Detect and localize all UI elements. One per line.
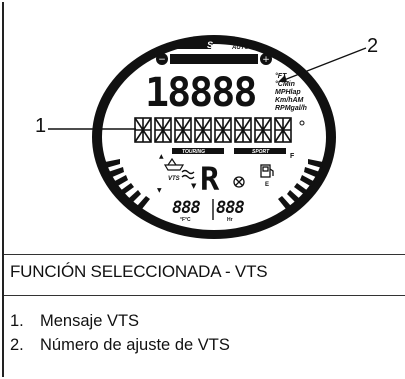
svg-text:▼: ▼ bbox=[157, 187, 162, 194]
dot-indicator bbox=[299, 120, 305, 126]
vts-label: VTS bbox=[168, 176, 180, 182]
unit-rpmgalh: RPMgal/h bbox=[275, 105, 307, 112]
fuel-empty-label: E bbox=[265, 182, 269, 188]
boat-icon bbox=[163, 157, 185, 171]
gauge-illustration: − + S AUTO 18888 °FT °CMin MPHlap Km/hAM… bbox=[48, 35, 367, 239]
sport-label: SPORT bbox=[252, 149, 270, 155]
unit-cmin: °CMin bbox=[275, 80, 295, 88]
svg-text:+: + bbox=[262, 55, 270, 65]
minus-indicator-icon bbox=[156, 53, 168, 65]
section-caption: FUNCIÓN SELECCIONADA - VTS bbox=[10, 262, 268, 281]
gauge-figure: − + S AUTO 18888 °FT °CMin MPHlap Km/hAM… bbox=[2, 2, 403, 254]
list-item-text: Número de ajuste de VTS bbox=[40, 336, 230, 354]
trim-wave-icon bbox=[181, 169, 195, 180]
gear-indicator: R bbox=[200, 160, 220, 198]
callout-1: 1 bbox=[35, 115, 47, 137]
fuel-full-label: F bbox=[290, 153, 295, 160]
sport-bar bbox=[234, 148, 286, 154]
callout-2-leader bbox=[283, 47, 367, 81]
svg-text:−: − bbox=[158, 55, 166, 65]
list-item-text: Mensaje VTS bbox=[40, 312, 140, 330]
list-item-number: 2. bbox=[10, 336, 24, 354]
svg-text:▲: ▲ bbox=[159, 153, 164, 160]
left-bargraph bbox=[105, 159, 150, 209]
brand-logo: S AUTO bbox=[174, 40, 249, 51]
callout-2: 2 bbox=[367, 35, 379, 57]
divider-top bbox=[4, 254, 405, 255]
list-item-number: 1. bbox=[10, 312, 24, 330]
unit-ft: °FT bbox=[275, 72, 287, 80]
main-digits: 18888 bbox=[145, 70, 255, 116]
auto-label: AUTO bbox=[231, 45, 249, 51]
top-segment-bar bbox=[170, 54, 258, 64]
temp-unit: °F°C bbox=[180, 217, 191, 223]
hours-unit: Hr bbox=[227, 217, 233, 223]
fuel-pump-icon bbox=[260, 164, 274, 178]
touring-bar bbox=[172, 148, 224, 154]
touring-label: TOURING bbox=[182, 149, 205, 155]
list-item: 2. Número de ajuste de VTS bbox=[10, 336, 230, 360]
unit-kmham: Km/hAM bbox=[275, 97, 304, 104]
unit-mphlap: MPHlap bbox=[275, 89, 301, 96]
gauge-face bbox=[102, 44, 326, 230]
plus-indicator-icon bbox=[260, 53, 272, 65]
brand-letter: S bbox=[207, 40, 213, 50]
list-item: 1. Mensaje VTS bbox=[10, 312, 230, 336]
right-bargraph bbox=[278, 159, 323, 209]
legend-list: 1. Mensaje VTS 2. Número de ajuste de VT… bbox=[10, 312, 230, 360]
message-segment-row bbox=[134, 117, 292, 143]
temp-digits: 888 bbox=[172, 198, 200, 218]
svg-text:▼: ▼ bbox=[191, 182, 197, 190]
document-frame bbox=[2, 2, 403, 377]
hours-digits: 888 bbox=[216, 198, 244, 218]
engine-icon bbox=[233, 176, 245, 188]
divider-bottom bbox=[4, 295, 405, 296]
